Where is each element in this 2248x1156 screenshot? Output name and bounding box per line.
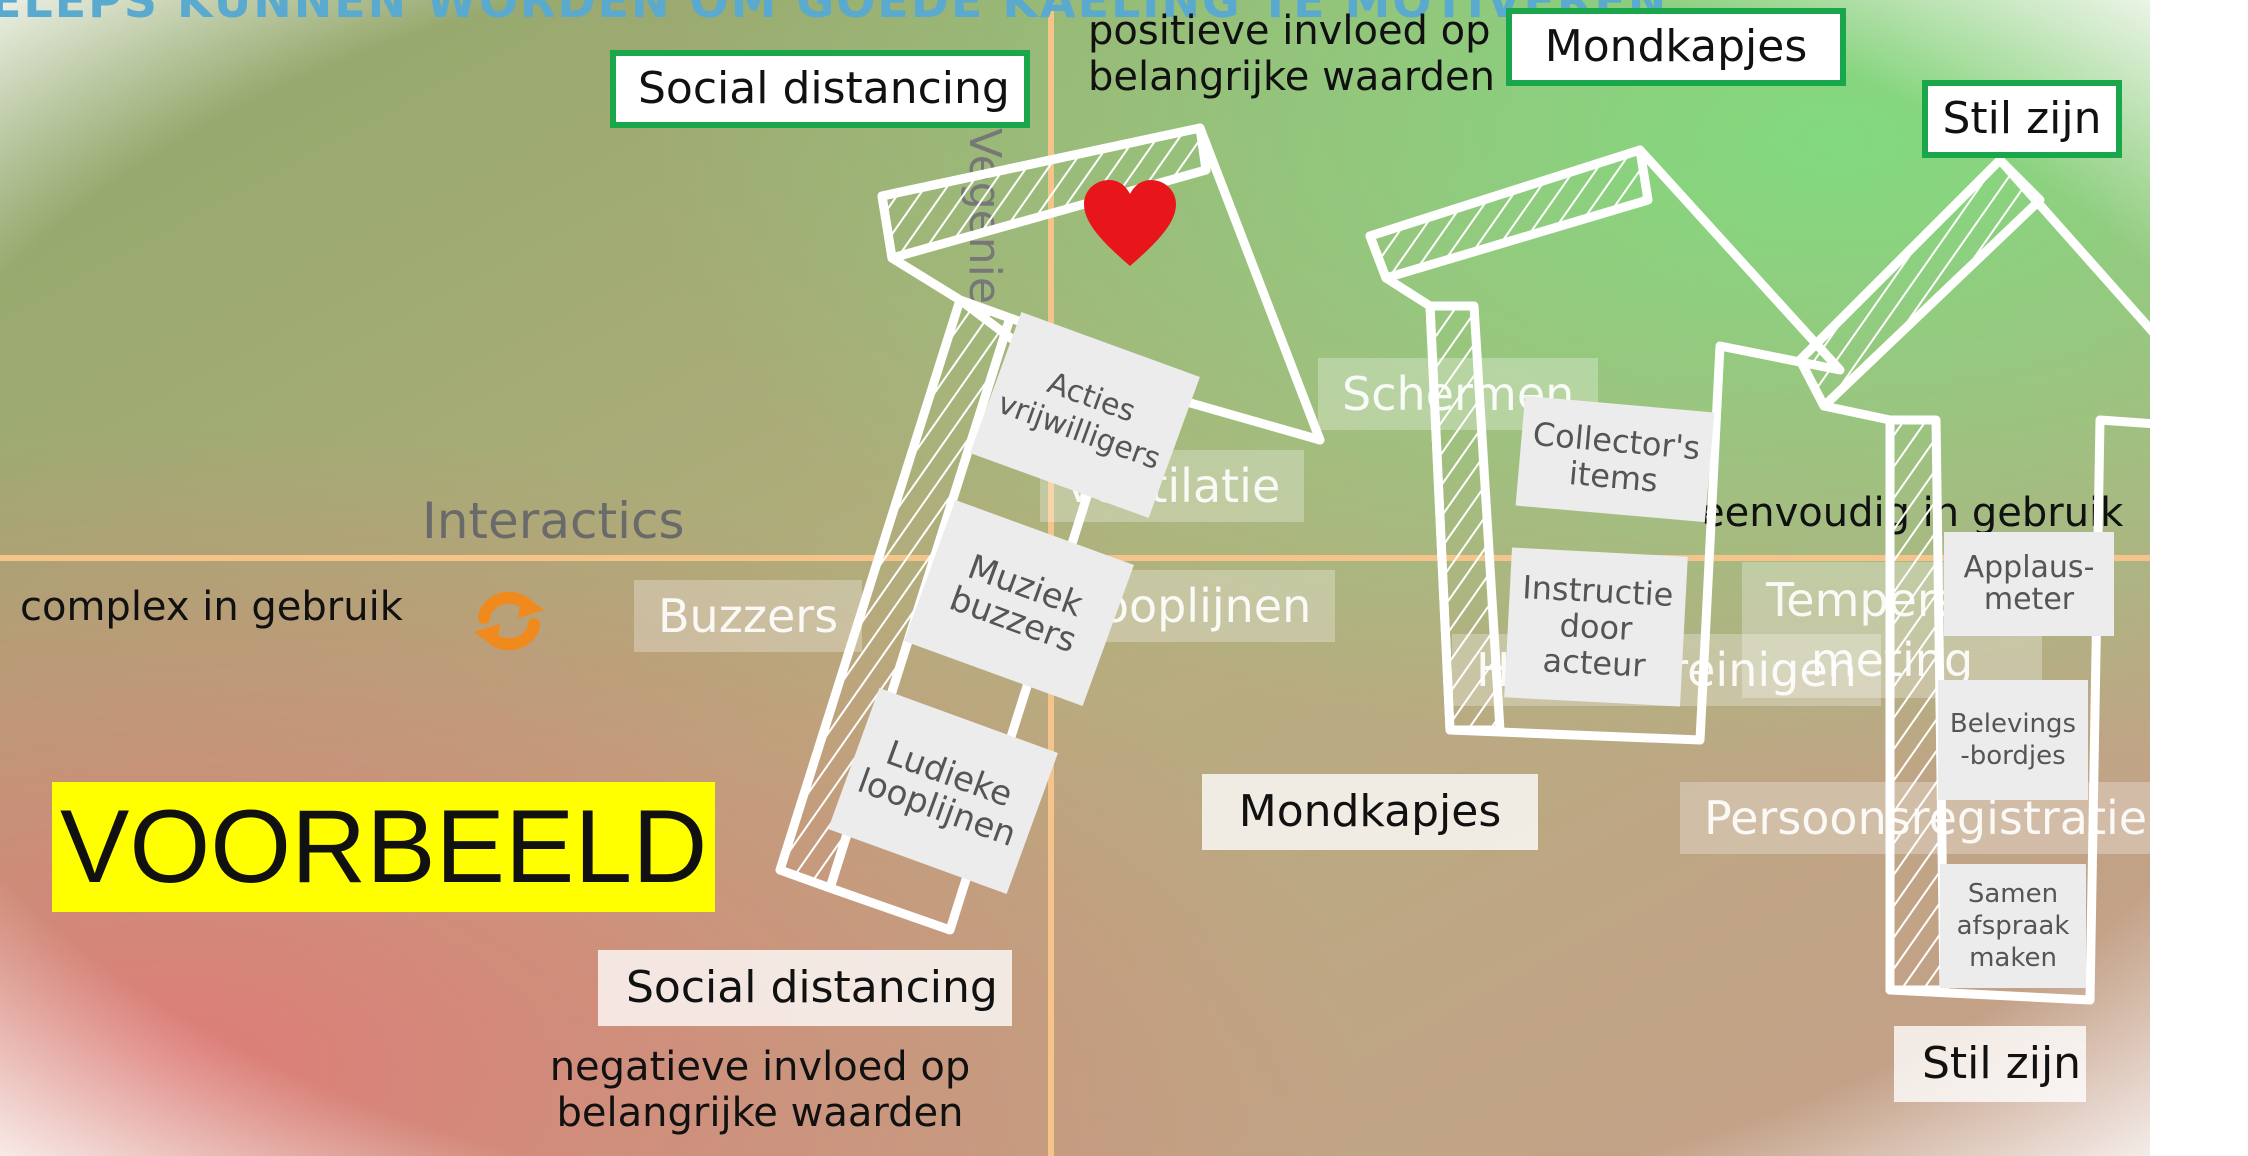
arrow2-card-1: Collector's items [1515, 395, 1715, 523]
tag-social-distancing-positive: Social distancing [610, 50, 1030, 128]
refresh-icon [474, 591, 544, 651]
arrow3-card-3: Samen afspraak maken [1940, 864, 2086, 988]
axis-label-bottom: negatieve invloed op belangrijke waarden [549, 1044, 971, 1136]
arrow3-card-1: Applaus- meter [1944, 532, 2114, 636]
axis-label-left: complex in gebruik [20, 584, 403, 630]
arrow3-card-2: Belevings -bordjes [1938, 680, 2088, 800]
tag-social-distancing-negative: Social distancing [598, 950, 1012, 1026]
tag-stil-zijn-neutral: Stil zijn [1894, 1026, 2086, 1102]
arrow-2 [1365, 145, 1845, 745]
interactics-label: Interactics [422, 492, 685, 550]
tag-stil-zijn-positive: Stil zijn [1922, 80, 2122, 158]
arrow-3 [1795, 155, 2245, 1005]
tag-mondkapjes-positive: Mondkapjes [1506, 8, 1846, 86]
item-buzzers: Buzzers [634, 580, 863, 652]
axis-label-top: positieve invloed op belangrijke waarden [1088, 8, 1495, 100]
arrow2-card-2: Instructie door acteur [1504, 547, 1688, 707]
tag-mondkapjes-neutral: Mondkapjes [1202, 774, 1538, 850]
heart-icon [1084, 180, 1176, 266]
voorbeeld-label: VOORBEELD [52, 782, 716, 912]
banner-title: ELEPS KUNNEN WORDEN OM GOEDE KAELING TE … [0, 0, 1669, 28]
